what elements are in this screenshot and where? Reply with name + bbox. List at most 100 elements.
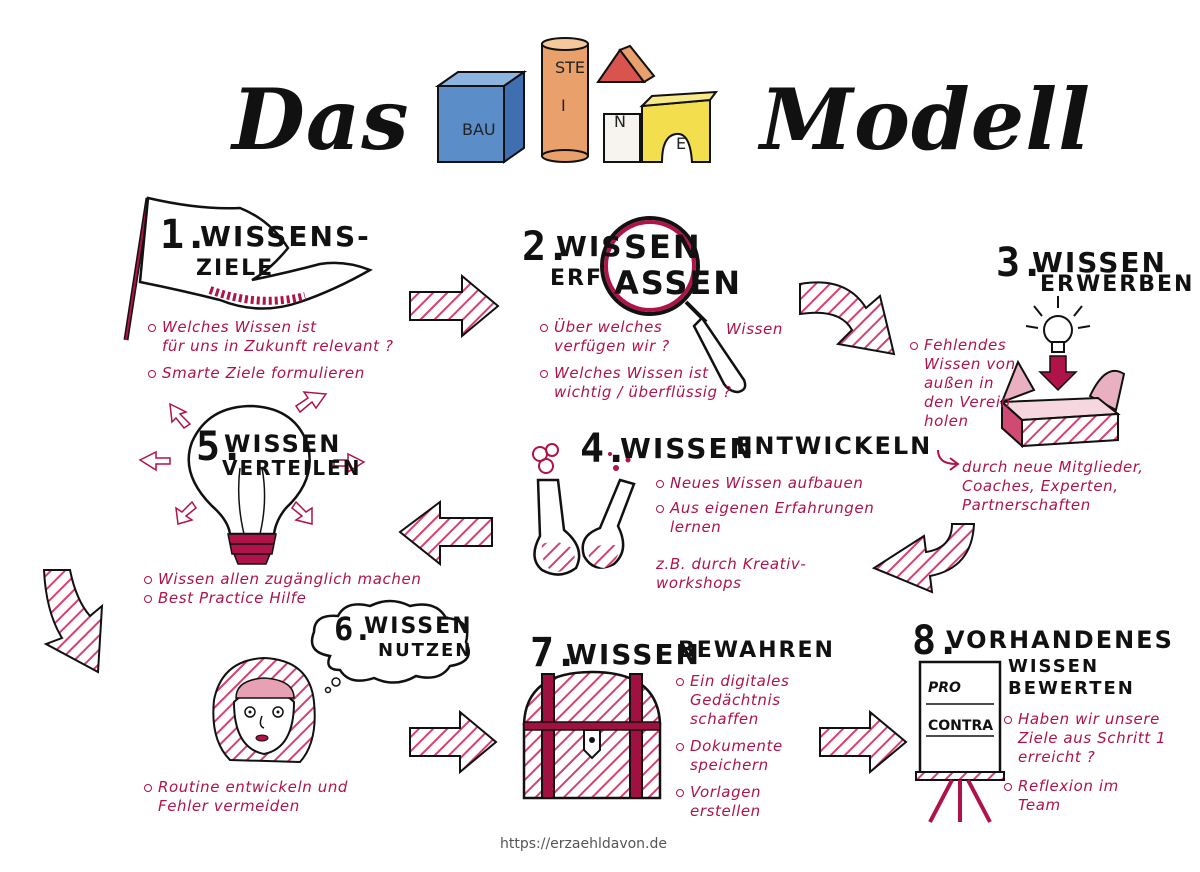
arrow-2-to-3 bbox=[799, 281, 896, 356]
step2-note-1: Über welches bbox=[554, 318, 663, 336]
step1-note-1b: für uns in Zukunft relevant ? bbox=[162, 337, 394, 355]
step3-note-1: Fehlendes bbox=[924, 336, 1007, 354]
treasure-chest-illustration bbox=[522, 670, 662, 800]
step7-note-1c: schaffen bbox=[690, 710, 759, 728]
step3-note-2b: Coaches, Experten, bbox=[962, 477, 1119, 495]
step4-note-2b: lernen bbox=[670, 518, 722, 536]
step4-note-3: z.B. durch Kreativ- bbox=[656, 555, 807, 573]
step6-number: 6. bbox=[334, 610, 373, 648]
step1-heading: WISSENS- bbox=[200, 220, 371, 253]
step3-notes-more: durch neue Mitglieder, Coaches, Experten… bbox=[962, 458, 1172, 515]
step7-notes: Ein digitales Gedächtnis schaffen Dokume… bbox=[676, 672, 816, 821]
step3-number: 3. bbox=[996, 240, 1045, 286]
step7-note-1: Ein digitales bbox=[690, 672, 790, 690]
step2-subheading-lens: ASSEN bbox=[614, 264, 743, 302]
step7-note-2: Dokumente bbox=[690, 737, 783, 755]
arrow-6-to-7 bbox=[409, 709, 498, 775]
step2-note-wissen: Wissen bbox=[726, 320, 783, 338]
step5-heading: WISSEN bbox=[224, 430, 342, 458]
step3-note-2c: Partnerschaften bbox=[962, 496, 1091, 514]
step3-note-1c: außen in bbox=[924, 374, 995, 392]
footer-url[interactable]: https://erzaehldavon.de bbox=[500, 836, 667, 852]
step8-note-2: Reflexion im bbox=[1018, 777, 1119, 795]
step4-notes: Neues Wissen aufbauen Aus eigenen Erfahr… bbox=[656, 474, 896, 593]
flasks-illustration bbox=[532, 443, 636, 576]
step8-subheading-2: BEWERTEN bbox=[1008, 678, 1135, 699]
building-blocks-illustration bbox=[434, 37, 719, 164]
arrow-3-to-4 bbox=[871, 523, 976, 594]
step4-note-2: Aus eigenen Erfahrungen bbox=[670, 499, 875, 517]
step5-subheading: VERTEILEN bbox=[222, 456, 362, 480]
step3-note-1b: Wissen von bbox=[924, 355, 1016, 373]
step1-note-2: Smarte Ziele formulieren bbox=[162, 364, 365, 382]
arrow-5-to-6 bbox=[42, 569, 104, 674]
step6-heading: WISSEN bbox=[364, 614, 473, 639]
thought-cloud bbox=[310, 599, 470, 694]
step2-number: 2. bbox=[522, 224, 571, 270]
step3-heading: WISSEN bbox=[1032, 246, 1167, 279]
step1-notes: Welches Wissen ist für uns in Zukunft re… bbox=[148, 318, 448, 383]
step7-note-3b: erstellen bbox=[690, 802, 761, 820]
step8-heading: VORHANDENES bbox=[946, 626, 1174, 654]
title-modell: Modell bbox=[760, 70, 1092, 169]
magnifier-icon bbox=[600, 216, 747, 394]
lightbulb-illustration bbox=[138, 391, 366, 565]
bulb-chest-illustration bbox=[999, 296, 1126, 449]
step8-note-1c: erreicht ? bbox=[1018, 748, 1096, 766]
step3-note-1d: den Verein bbox=[924, 393, 1011, 411]
block-label-e: E bbox=[676, 134, 687, 153]
step8-subheading: WISSEN bbox=[1008, 656, 1100, 677]
flag-illustration bbox=[123, 196, 373, 341]
step2-heading: WIS bbox=[556, 230, 624, 263]
arrow-4-to-5 bbox=[398, 500, 493, 567]
flipchart-contra-label: CONTRA bbox=[928, 718, 994, 734]
block-label-n: N bbox=[614, 112, 626, 131]
step6-notes: Routine entwickeln und Fehler vermeiden bbox=[144, 778, 444, 816]
step3-note-2: durch neue Mitglieder, bbox=[962, 458, 1144, 476]
step8-notes: Haben wir unsere Ziele aus Schritt 1 err… bbox=[1004, 710, 1184, 815]
step4-note-1: Neues Wissen aufbauen bbox=[670, 474, 864, 492]
step5-note-2: Best Practice Hilfe bbox=[158, 589, 307, 607]
step7-number: 7. bbox=[530, 630, 579, 676]
step4-number: 4. bbox=[580, 426, 629, 472]
step6-subheading: NUTZEN bbox=[378, 640, 473, 661]
step1-subheading: ZIELE bbox=[196, 256, 275, 281]
step8-note-1: Haben wir unsere bbox=[1018, 710, 1160, 728]
title-das: Das bbox=[232, 70, 410, 169]
step2-note-1b: verfügen wir ? bbox=[554, 337, 670, 355]
step7-subheading: BEWAHREN bbox=[678, 638, 835, 663]
step2-heading-lens: SEN bbox=[624, 228, 702, 266]
arrow-7-to-8 bbox=[819, 709, 908, 775]
step2-subheading: ERF bbox=[550, 266, 603, 291]
step6-note-1b: Fehler vermeiden bbox=[158, 797, 300, 815]
step2-note-2b: wichtig / überflüssig ? bbox=[554, 383, 732, 401]
person-face-illustration bbox=[212, 656, 316, 764]
block-label-bau: BAU bbox=[462, 120, 496, 139]
step3-pointer-arrow bbox=[937, 449, 960, 471]
step6-note-1: Routine entwickeln und bbox=[158, 778, 349, 796]
step4-subheading: ENTWICKELN bbox=[736, 432, 933, 460]
block-label-ste: STE bbox=[555, 58, 586, 77]
step3-notes: Fehlendes Wissen von außen in den Verein… bbox=[910, 336, 1030, 431]
flipchart-illustration bbox=[915, 660, 1005, 823]
step5-note-1: Wissen allen zugänglich machen bbox=[158, 570, 422, 588]
step3-subheading: ERWERBEN bbox=[1040, 272, 1195, 297]
step3-note-1e: holen bbox=[924, 412, 969, 430]
arrow-1-to-2 bbox=[409, 273, 500, 339]
step1-note-1: Welches Wissen ist bbox=[162, 318, 317, 336]
block-label-i: I bbox=[561, 96, 566, 115]
step5-notes: Wissen allen zugänglich machen Best Prac… bbox=[144, 570, 444, 608]
step8-number: 8. bbox=[912, 618, 961, 664]
step2-note-2: Welches Wissen ist bbox=[554, 364, 709, 382]
step4-heading: WISSEN bbox=[620, 432, 755, 465]
step7-note-2b: speichern bbox=[690, 756, 769, 774]
step8-note-1b: Ziele aus Schritt 1 bbox=[1018, 729, 1167, 747]
step5-number: 5. bbox=[196, 424, 245, 470]
step7-note-3: Vorlagen bbox=[690, 783, 762, 801]
step7-note-1b: Gedächtnis bbox=[690, 691, 781, 709]
flipchart-pro-label: PRO bbox=[928, 680, 961, 696]
step7-heading: WISSEN bbox=[566, 638, 701, 671]
step8-note-2b: Team bbox=[1018, 796, 1061, 814]
step1-number: 1. bbox=[160, 212, 209, 258]
step4-note-3b: workshops bbox=[656, 574, 742, 592]
